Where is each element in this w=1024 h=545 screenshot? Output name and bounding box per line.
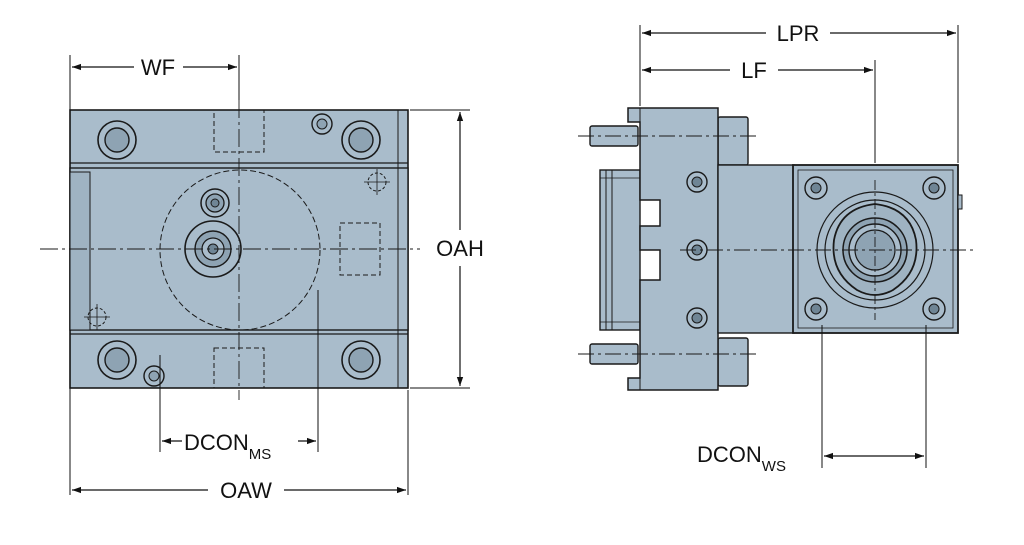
- head-screw-tl: [804, 176, 828, 200]
- front-coolant-port-main: [184, 220, 242, 278]
- label-oaw: OAW: [220, 478, 272, 503]
- side-screw-top: [686, 171, 708, 193]
- label-dcon-ws-main: DCON: [697, 442, 762, 467]
- front-bolt-hole-bl: [97, 340, 137, 380]
- label-lpr: LPR: [777, 21, 820, 46]
- label-dcon-ws-sub: WS: [762, 458, 786, 475]
- label-dcon-ms: DCONMS: [184, 430, 271, 463]
- side-screw-bottom: [686, 307, 708, 329]
- front-view: [40, 100, 420, 400]
- label-dcon-ms-main: DCON: [184, 430, 249, 455]
- label-lf: LF: [741, 58, 767, 83]
- label-wf: WF: [141, 55, 175, 80]
- label-dcon-ws: DCONWS: [697, 442, 786, 475]
- front-coolant-port-small: [200, 188, 230, 218]
- front-bolt-hole-tr: [341, 120, 381, 160]
- head-screw-br: [922, 297, 946, 321]
- head-screw-bl: [804, 297, 828, 321]
- front-bolt-hole-br: [341, 340, 381, 380]
- front-bolt-hole-tl: [97, 120, 137, 160]
- label-oah: OAH: [436, 236, 484, 261]
- front-dimensions: [69, 55, 470, 495]
- label-dcon-ms-sub: MS: [249, 446, 272, 463]
- side-dimensions: [639, 25, 959, 468]
- head-screw-tr: [922, 176, 946, 200]
- side-view: [578, 107, 975, 391]
